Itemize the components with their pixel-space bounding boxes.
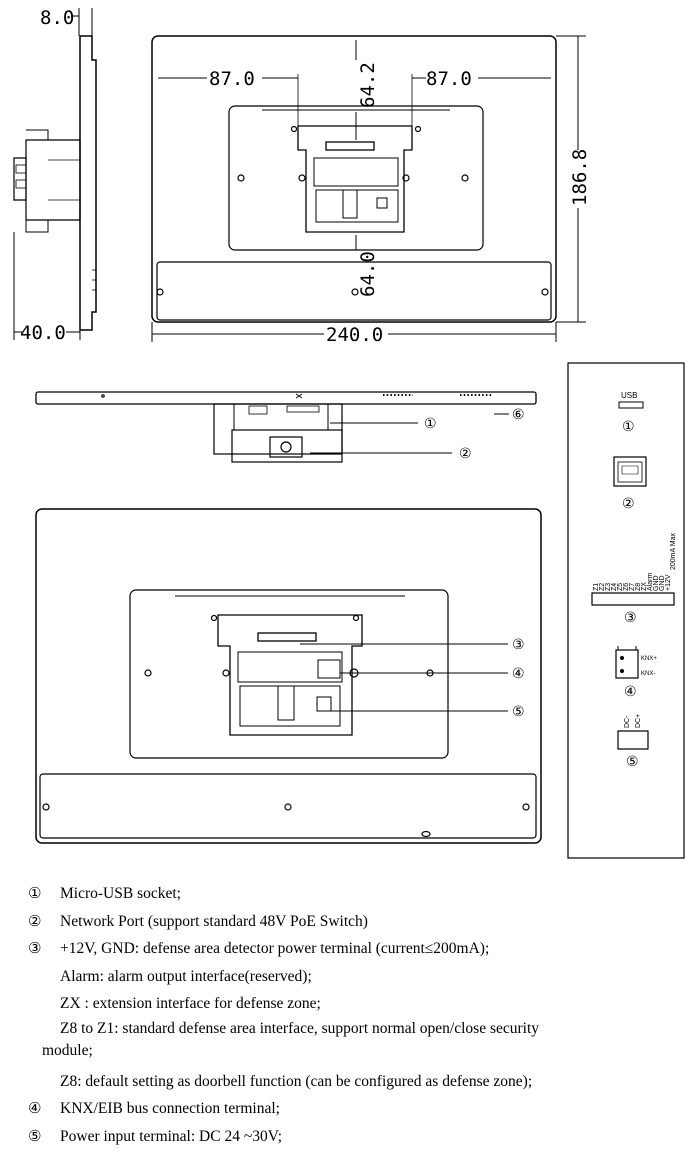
terminal-labels: Z1 Z2 Z3 Z4 Z5 Z6 Z7 Z8 ZX Alarm GND GND… bbox=[593, 533, 677, 591]
legend-text-5: Power input terminal: DC 24 ~30V; bbox=[60, 1127, 283, 1145]
legend-item-5: ⑤ Power input terminal: DC 24 ~30V; bbox=[28, 1123, 648, 1151]
legend-item-1: ① Micro-USB socket; bbox=[28, 880, 648, 908]
terminal-label: +12V bbox=[665, 574, 672, 591]
terminal-label: GND bbox=[653, 575, 660, 591]
top-edge-view: ① ② ⑥ bbox=[35, 391, 537, 463]
callout-2-edge: ② bbox=[459, 446, 472, 462]
technical-drawing: 8.0 40.0 bbox=[13, 7, 685, 859]
callout-5-rear: ⑤ bbox=[512, 704, 525, 720]
legend-item-3-z8-z1: Z8 to Z1: standard defense area interfac… bbox=[28, 1018, 648, 1062]
legend-mark-2: ② bbox=[28, 911, 42, 930]
terminal-label: Z4 bbox=[611, 583, 618, 591]
dim-right-offset: 87.0 bbox=[426, 68, 472, 90]
legend-mark-5: ⑤ bbox=[28, 1126, 42, 1145]
rear-view: 87.0 87.0 64.2 64.0 186.8 240.0 bbox=[151, 35, 591, 346]
legend-item-3-z8: Z8: default setting as doorbell function… bbox=[60, 1072, 533, 1090]
legend-item-4: ④ KNX/EIB bus connection terminal; bbox=[28, 1095, 648, 1123]
legend-text-1: Micro-USB socket; bbox=[60, 885, 181, 902]
legend-item-3-zx: ZX : extension interface for defense zon… bbox=[60, 995, 321, 1012]
callout-6-edge: ⑥ bbox=[512, 407, 525, 423]
legend-item-3-z8-z1-line1: Z8 to Z1: standard defense area interfac… bbox=[60, 1019, 540, 1037]
knx-minus-label: KNX- bbox=[641, 671, 655, 677]
knx-plus-label: KNX+ bbox=[641, 656, 657, 662]
callout-2-panel: ② bbox=[622, 496, 635, 512]
terminal-label: Z2 bbox=[599, 583, 606, 591]
terminal-label: Z3 bbox=[605, 583, 612, 591]
legend: ① Micro-USB socket; ② Network Port (supp… bbox=[28, 880, 648, 1150]
legend-text-3: +12V, GND: defense area detector power t… bbox=[60, 940, 490, 957]
dim-bottom-offset: 64.0 bbox=[357, 251, 379, 297]
legend-item-2: ② Network Port (support standard 48V PoE… bbox=[28, 908, 648, 936]
terminal-label: Z1 bbox=[593, 583, 600, 591]
legend-text-2: Network Port (support standard 48V PoE S… bbox=[60, 912, 368, 930]
callout-1-edge: ① bbox=[424, 416, 437, 432]
terminal-label: 200mA Max bbox=[670, 533, 677, 570]
legend-mark-4: ④ bbox=[28, 1099, 42, 1117]
rear-view-callouts: ③ ④ ⑤ bbox=[35, 508, 542, 844]
callout-5-panel: ⑤ bbox=[626, 754, 639, 770]
callout-3-rear: ③ bbox=[512, 637, 525, 653]
terminal-label: ZX bbox=[641, 582, 648, 591]
port-panel: USB ① ② Z1 Z2 Z3 Z4 Z5 Z6 Z7 Z8 ZX Alarm… bbox=[567, 362, 685, 859]
usb-label: USB bbox=[621, 391, 637, 400]
terminal-label: Z5 bbox=[617, 583, 624, 591]
side-view: 8.0 40.0 bbox=[13, 7, 97, 344]
callout-1-panel: ① bbox=[622, 419, 635, 435]
legend-item-3: ③ +12V, GND: defense area detector power… bbox=[28, 935, 648, 963]
dim-width: 240.0 bbox=[326, 324, 383, 346]
terminal-label: GND bbox=[659, 575, 666, 591]
legend-item-3-alarm: Alarm: alarm output interface(reserved); bbox=[60, 967, 312, 985]
legend-text-4: KNX/EIB bus connection terminal; bbox=[60, 1100, 280, 1117]
dc-plus-label: DC+ bbox=[635, 714, 642, 728]
dim-top-offset: 64.2 bbox=[357, 62, 379, 108]
terminal-label: Z8 bbox=[635, 583, 642, 591]
legend-item-3-z8-z1-line2: module; bbox=[42, 1041, 93, 1059]
dim-thickness: 8.0 bbox=[40, 7, 74, 29]
terminal-label: Z6 bbox=[623, 583, 630, 591]
callout-4-panel: ④ bbox=[624, 684, 637, 700]
terminal-label: Alarm bbox=[647, 573, 654, 591]
dim-depth: 40.0 bbox=[20, 322, 66, 344]
terminal-label: Z7 bbox=[629, 583, 636, 591]
legend-mark-1: ① bbox=[28, 884, 42, 902]
dc-minus-label: DC- bbox=[624, 715, 631, 728]
callout-3-panel: ③ bbox=[624, 610, 637, 626]
callout-4-rear: ④ bbox=[512, 666, 525, 682]
dim-height: 186.8 bbox=[569, 149, 591, 206]
legend-mark-3: ③ bbox=[28, 939, 42, 957]
dim-left-offset: 87.0 bbox=[209, 68, 255, 90]
